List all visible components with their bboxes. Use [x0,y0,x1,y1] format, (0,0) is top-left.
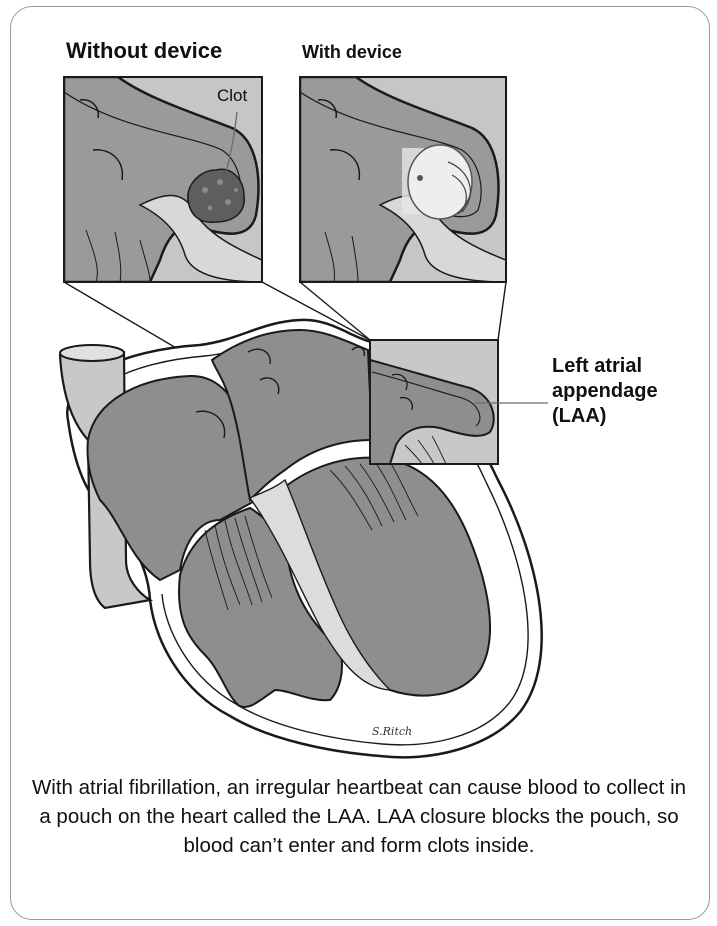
laa-label-line-2: appendage [552,379,658,404]
inset-with-device [300,77,506,282]
laa-callout-label: Left atrial appendage (LAA) [552,354,658,429]
clot-label: Clot [217,86,247,106]
inset-without-device [64,77,262,282]
laa-label-line-1: Left atrial [552,354,658,379]
artist-signature: S.Ritch [372,725,412,738]
figure-caption: With atrial fibrillation, an irregular h… [28,773,690,860]
closure-device [402,145,472,219]
laa-zoom-box [370,340,498,464]
laa-label-line-3: (LAA) [552,404,658,429]
